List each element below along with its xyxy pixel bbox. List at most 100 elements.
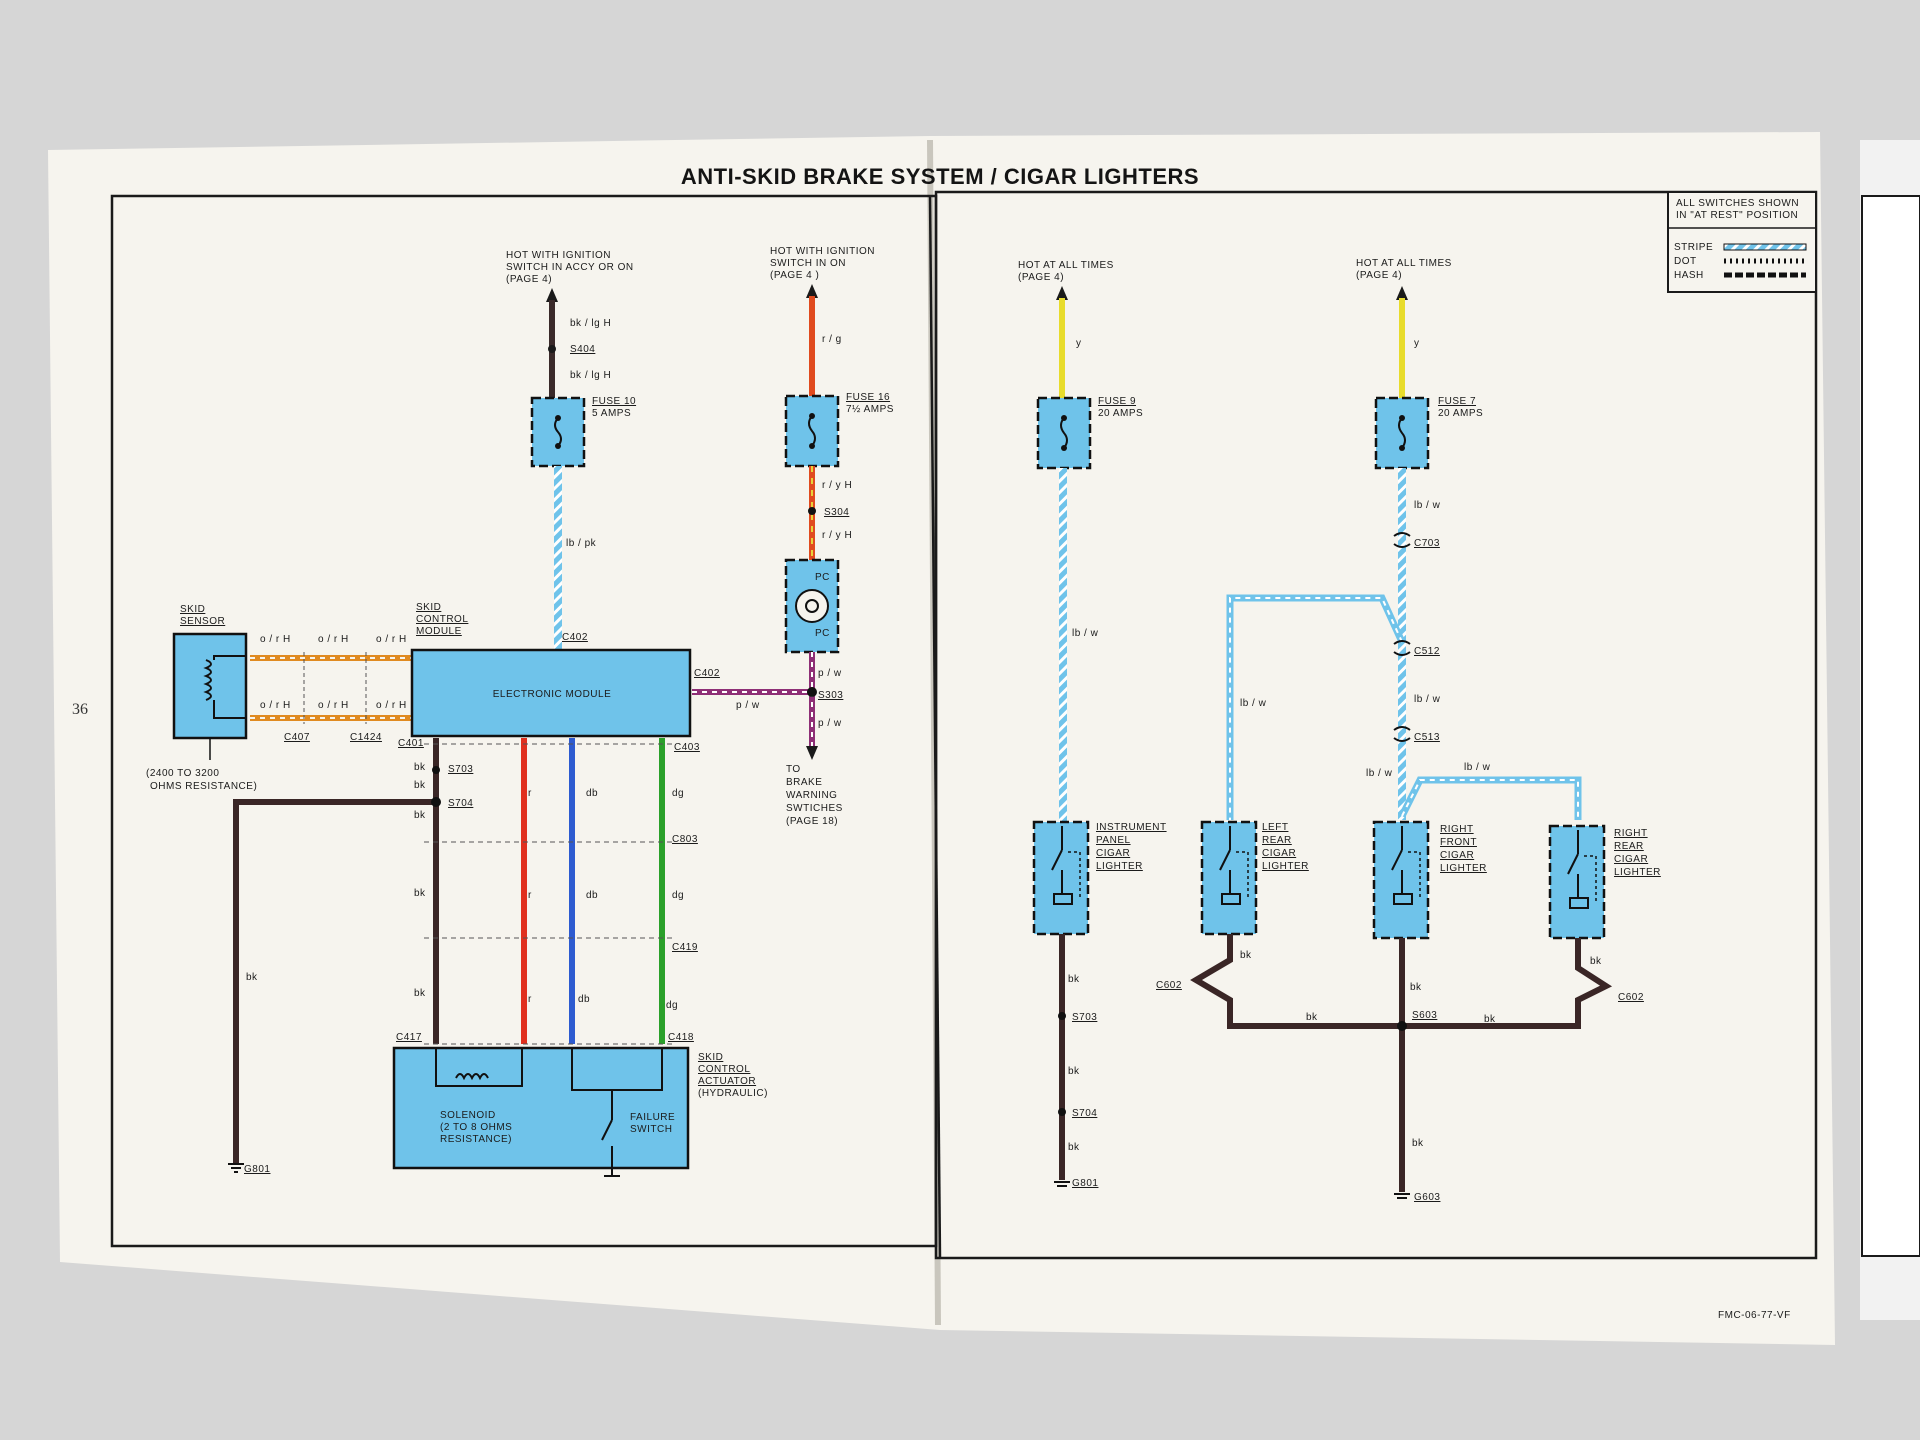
svg-text:db: db <box>586 788 598 799</box>
svg-text:bk: bk <box>246 972 258 983</box>
svg-text:RIGHT: RIGHT <box>1440 824 1474 835</box>
wire-label-p-w-2: p / w <box>818 718 842 729</box>
brake-warning-note: TO BRAKE WARNING SWTICHES (PAGE 18) <box>786 764 842 827</box>
svg-text:dg: dg <box>672 788 684 799</box>
svg-text:LEFT: LEFT <box>1262 822 1288 833</box>
skid-sensor: SKID SENSOR (2400 TO 3200 OHMS RESISTANC… <box>146 604 257 792</box>
svg-text:bk: bk <box>1068 1142 1080 1153</box>
wire-label-p-w-3: p / w <box>736 700 760 711</box>
connector-c402-top: C402 <box>562 632 588 643</box>
arrow-up-icon <box>1056 286 1068 300</box>
power-source-ignition-on: HOT WITH IGNITION SWITCH IN ON (PAGE 4 ) <box>770 246 875 298</box>
svg-text:FUSE 16: FUSE 16 <box>846 392 890 403</box>
svg-text:REAR: REAR <box>1262 835 1292 846</box>
svg-text:bk: bk <box>414 762 426 773</box>
legend-stripe-label: STRIPE <box>1674 242 1713 253</box>
connector-c402-side: C402 <box>694 668 720 679</box>
fuse-icon <box>1060 417 1068 449</box>
connector-c418: C418 <box>668 1032 694 1043</box>
svg-text:MODULE: MODULE <box>416 626 462 637</box>
connector-c1424: C1424 <box>350 732 382 743</box>
svg-text:o / r H: o / r H <box>260 700 291 711</box>
splice-s704-right: S704 <box>1072 1108 1097 1119</box>
legend-box: ALL SWITCHES SHOWN IN "AT REST" POSITION… <box>1667 191 1817 293</box>
svg-text:SKID: SKID <box>416 602 441 613</box>
connector-c403: C403 <box>674 742 700 753</box>
svg-text:RESISTANCE): RESISTANCE) <box>440 1134 512 1145</box>
connector-c703: C703 <box>1414 538 1440 549</box>
svg-text:SKID: SKID <box>698 1052 723 1063</box>
svg-text:PC: PC <box>815 628 830 639</box>
svg-text:HOT WITH IGNITION: HOT WITH IGNITION <box>506 250 611 261</box>
connector-c513: C513 <box>1414 732 1440 743</box>
instrument-panel-cigar-lighter: INSTRUMENT PANEL CIGAR LIGHTER <box>1032 820 1167 936</box>
wire-bk-ground <box>233 799 436 1164</box>
svg-text:ACTUATOR: ACTUATOR <box>698 1076 756 1087</box>
svg-text:HOT WITH IGNITION: HOT WITH IGNITION <box>770 246 875 257</box>
svg-text:bk: bk <box>1068 974 1080 985</box>
svg-text:o / r H: o / r H <box>260 634 291 645</box>
svg-text:HOT AT ALL TIMES: HOT AT ALL TIMES <box>1356 258 1452 269</box>
module-wire-labels: bk S703 bk S704 bk C803 C419 bk r r r db… <box>246 762 697 1043</box>
arrow-up-icon <box>1396 286 1408 300</box>
svg-text:INSTRUMENT: INSTRUMENT <box>1096 822 1167 833</box>
lighter-switch-icon <box>1567 853 1579 875</box>
splice-s303: S303 <box>818 690 843 701</box>
svg-text:db: db <box>578 994 590 1005</box>
wire-label-y-2: y <box>1414 338 1420 349</box>
svg-text:(PAGE 18): (PAGE 18) <box>786 816 838 827</box>
svg-text:bk: bk <box>1410 982 1422 993</box>
svg-text:G801: G801 <box>1072 1178 1098 1189</box>
electronic-module-box <box>410 648 692 738</box>
svg-text:db: db <box>586 890 598 901</box>
splice-s703-right: S703 <box>1072 1012 1097 1023</box>
svg-text:CIGAR: CIGAR <box>1262 848 1296 859</box>
wire-lb-w-fuse7 <box>1398 468 1406 820</box>
electronic-module-label: ELECTRONIC MODULE <box>493 689 612 700</box>
connector-c512-icon <box>1393 640 1411 656</box>
svg-text:(HYDRAULIC): (HYDRAULIC) <box>698 1088 768 1099</box>
lighter-switch-icon <box>1219 849 1231 871</box>
svg-text:20 AMPS: 20 AMPS <box>1098 408 1143 419</box>
power-source-ignition-accy: HOT WITH IGNITION SWITCH IN ACCY OR ON (… <box>506 250 633 302</box>
wire-label-lb-w-2: lb / w <box>1414 500 1441 511</box>
arrow-up-icon <box>546 288 558 302</box>
svg-text:PANEL: PANEL <box>1096 835 1131 846</box>
connector-c407: C407 <box>284 732 310 743</box>
svg-text:(2400 TO 3200: (2400 TO 3200 <box>146 768 219 779</box>
svg-text:PC: PC <box>815 572 830 583</box>
connector-c602-right: C602 <box>1618 992 1644 1003</box>
connector-c602-left: C602 <box>1156 980 1182 991</box>
svg-text:RIGHT: RIGHT <box>1614 828 1648 839</box>
lighter-switch-icon <box>1051 849 1063 871</box>
power-source-hot-always-2: HOT AT ALL TIMES (PAGE 4) <box>1356 258 1452 300</box>
svg-text:BRAKE: BRAKE <box>786 777 822 788</box>
splice-s603: S603 <box>1412 1010 1437 1021</box>
wire-label-lb-w-1: lb / w <box>1072 628 1099 639</box>
wire-label-y-1: y <box>1076 338 1082 349</box>
svg-text:G801: G801 <box>244 1164 270 1175</box>
connector-c512: C512 <box>1414 646 1440 657</box>
fuse-icon <box>808 415 816 447</box>
switch-icon <box>601 1119 613 1141</box>
page-number: 36 <box>72 701 88 718</box>
footer-code: FMC-06-77-VF <box>1718 1310 1791 1321</box>
svg-text:5 AMPS: 5 AMPS <box>592 408 631 419</box>
svg-text:r: r <box>528 994 532 1005</box>
svg-text:CIGAR: CIGAR <box>1096 848 1130 859</box>
svg-text:FAILURE: FAILURE <box>630 1112 675 1123</box>
svg-text:CONTROL: CONTROL <box>698 1064 750 1075</box>
svg-text:o / r H: o / r H <box>318 634 349 645</box>
splice-s703: S703 <box>448 764 473 775</box>
skid-control-actuator: SKID CONTROL ACTUATOR (HYDRAULIC) SOLENO… <box>392 1046 768 1177</box>
wire-label-r-y-h-bottom: r / y H <box>822 530 852 541</box>
wire-label-lb-w-3: lb / w <box>1240 698 1267 709</box>
arrow-up-icon <box>806 284 818 298</box>
lighter-switch-icon <box>1391 849 1403 871</box>
wire-label-r-g: r / g <box>822 334 842 345</box>
legend-stripe-sample <box>1723 243 1807 251</box>
wire-label-lb-w-5: lb / w <box>1366 768 1393 779</box>
left-rear-cigar-lighter: LEFT REAR CIGAR LIGHTER <box>1200 820 1308 936</box>
